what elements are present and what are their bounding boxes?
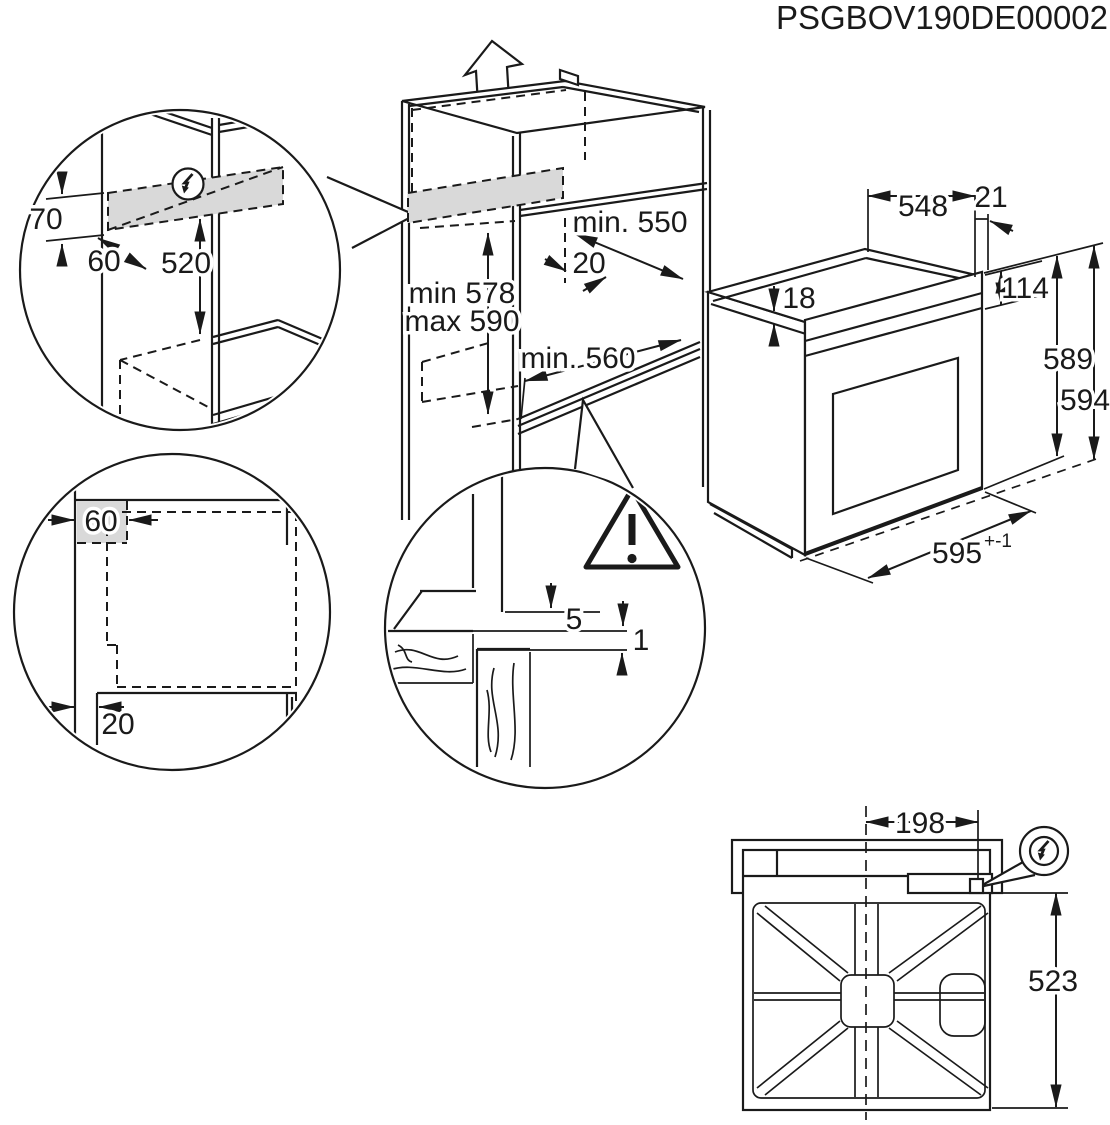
- dim-rear-gap-label: 20: [572, 247, 605, 280]
- dim-width-bottom-label: min. 560: [520, 342, 635, 375]
- corner-zone-shaded: [77, 501, 127, 543]
- dim-front-clearance-label: 20: [101, 708, 134, 741]
- dim-height-min-label: min 578: [409, 277, 516, 310]
- dim-panel-height-label: 114: [1001, 272, 1049, 305]
- dim-body-height-label: 589: [1043, 343, 1093, 376]
- dim-oven-width-label: 595: [932, 537, 982, 570]
- dim-corner-zone-label: 60: [84, 505, 117, 538]
- dim-gap-above-label: 5: [566, 603, 583, 636]
- dim-niche-depth-label: min. 550: [572, 206, 687, 239]
- dim-zone-depth-label: 60: [87, 245, 120, 278]
- oven-dimensions: [768, 189, 1100, 579]
- detail-front-gap: [383, 466, 707, 790]
- detail-top-view: [12, 452, 332, 772]
- dim-connection-height-label: 523: [1028, 965, 1078, 998]
- dim-gap-below-label: 1: [633, 624, 650, 657]
- niche-dimensions: [482, 232, 684, 420]
- cable-clamp: [968, 877, 985, 895]
- oven-rear-view: [730, 806, 1070, 1120]
- document-title: PSGBOV190DE00002: [776, 0, 1108, 36]
- dim-oven-width-tolerance: +-1: [984, 531, 1012, 552]
- oven-door-window: [831, 356, 960, 516]
- dim-door-offset-label: 21: [974, 181, 1007, 214]
- electrical-strip-shaded: [407, 166, 564, 225]
- dim-zone-height-label: 70: [29, 203, 62, 236]
- dim-distance-below-label: 520: [161, 247, 211, 280]
- dim-height-max-label: max 590: [404, 305, 519, 338]
- detail-electrical-zone: [18, 108, 342, 432]
- dim-connection-offset-label: 198: [895, 807, 945, 840]
- dim-total-height-label: 594: [1060, 384, 1110, 417]
- callout-wedge-bottom: [573, 396, 634, 489]
- dim-oven-depth-label: 548: [898, 190, 948, 223]
- warning-triangle-icon: [583, 486, 681, 570]
- dim-top-recess-label: 18: [782, 282, 815, 315]
